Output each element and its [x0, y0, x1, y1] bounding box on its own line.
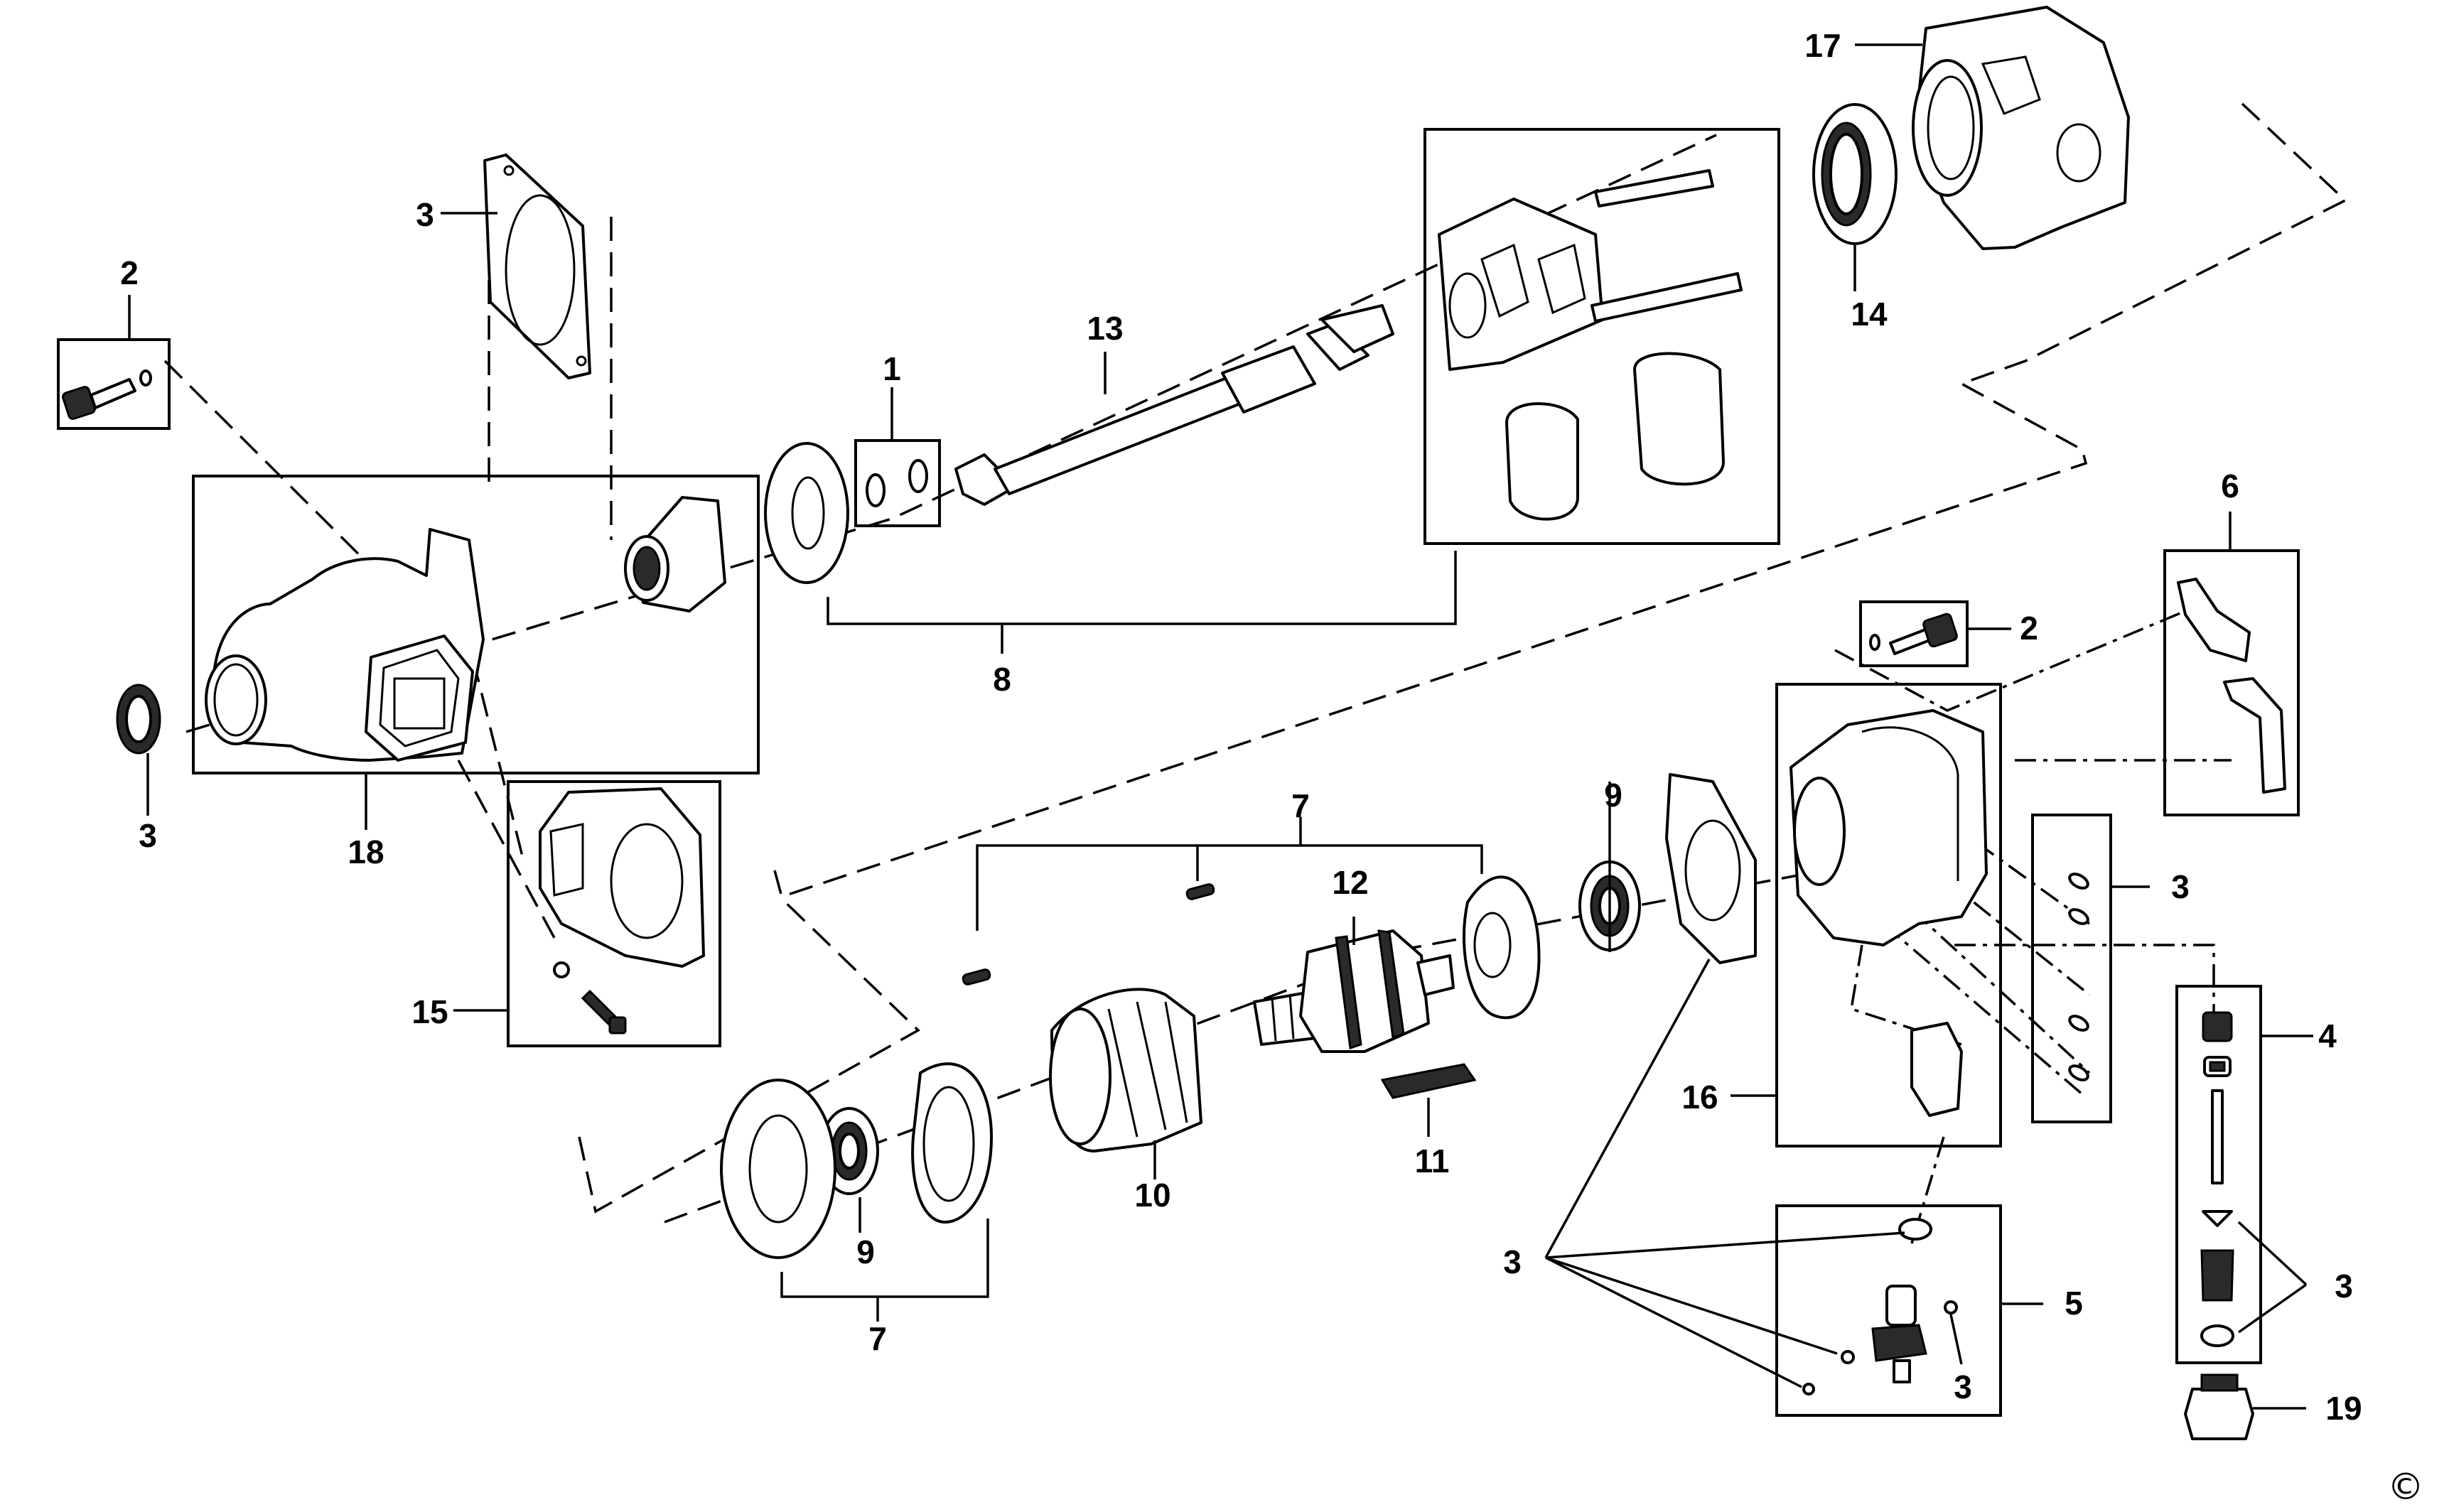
label-18: 18	[348, 833, 384, 870]
box-part-16-handle	[1775, 683, 2002, 1148]
assembly-guide-regulator	[1954, 944, 2215, 1016]
cylinder-part-10	[1049, 988, 1202, 1152]
label-14: 14	[1851, 296, 1888, 333]
bracket-part-8	[827, 551, 1457, 625]
screw-part-2-left	[62, 369, 152, 420]
box-part-8-hammer-mechanism	[1423, 128, 1780, 545]
label-3-valve: 3	[1954, 1368, 1972, 1405]
dowel-pin-a	[962, 968, 991, 986]
handle-part-16	[1789, 709, 1988, 1117]
trigger-lever-part-6	[2177, 578, 2286, 794]
dowel-pin-b	[1185, 883, 1215, 900]
box-part-2-right	[1859, 600, 1969, 667]
rotor-part-12	[1253, 929, 1455, 1053]
label-12: 12	[1332, 864, 1368, 901]
label-7-top: 7	[1291, 787, 1310, 824]
label-3-multi: 3	[1503, 1243, 1522, 1280]
inlet-fitting-part-19	[2184, 1373, 2254, 1440]
bracket-part-7-top	[976, 844, 1483, 931]
label-9-right: 9	[1604, 777, 1622, 814]
throttle-valve-part-5	[1802, 1218, 1958, 1395]
assembly-guide-upper	[773, 102, 2348, 899]
seal-pins-part-3	[2068, 873, 2089, 1081]
box-part-3-seals-kit	[2031, 814, 2112, 1123]
anvil-bushing	[624, 496, 726, 612]
gasket-motor-rear	[1665, 773, 1757, 964]
retaining-rings-part-1	[866, 459, 928, 507]
hammer-frame-part-8	[1438, 169, 1743, 521]
label-8: 8	[993, 661, 1011, 698]
label-3-seal: 3	[139, 817, 157, 854]
label-3-regulator: 3	[2335, 1268, 2353, 1305]
anvil-shaft-part-13	[954, 304, 1394, 506]
label-9-left: 9	[856, 1233, 875, 1270]
box-part-15-cover	[507, 780, 721, 1047]
label-7-bottom: 7	[868, 1320, 887, 1357]
end-plate-part-7-rear	[1462, 875, 1541, 1020]
box-part-5-throttle-valve	[1775, 1204, 2002, 1417]
seal-part-3-left	[116, 684, 161, 755]
label-10: 10	[1134, 1177, 1170, 1214]
label-15: 15	[411, 993, 448, 1030]
label-11: 11	[1415, 1143, 1450, 1179]
box-part-6-lever	[2163, 549, 2300, 816]
label-17: 17	[1804, 27, 1841, 64]
assembly-guide-front	[664, 851, 1920, 1224]
label-4: 4	[2318, 1017, 2337, 1054]
assembly-guide-lever	[1834, 610, 2186, 712]
screw-part-2-right	[1869, 612, 1958, 655]
label-1: 1	[883, 350, 901, 387]
label-3-kit: 3	[2171, 868, 2190, 905]
label-5: 5	[2065, 1285, 2083, 1322]
front-housing-part-17	[1912, 6, 2130, 250]
oil-seal-part-14	[1812, 103, 1898, 245]
washer-part-8	[764, 442, 849, 584]
box-part-4-regulator	[2175, 985, 2262, 1364]
rotor-vane-part-11	[1380, 1063, 1477, 1099]
bracket-part-7-bottom	[780, 1219, 989, 1298]
rear-cover-part-15	[539, 787, 705, 1035]
label-19: 19	[2325, 1390, 2362, 1427]
label-2-left: 2	[120, 254, 139, 291]
gasket-part-3-top	[483, 153, 591, 379]
box-part-18-housing	[192, 475, 760, 774]
box-part-2-top	[57, 338, 171, 430]
hammer-housing-part-18	[205, 528, 485, 762]
box-part-1-rings	[854, 439, 941, 527]
regulator-part-4	[2200, 1011, 2234, 1347]
end-plate-part-7-front	[720, 1062, 993, 1259]
label-16: 16	[1681, 1079, 1718, 1116]
label-3-gasket: 3	[416, 196, 434, 233]
label-13: 13	[1087, 310, 1123, 347]
label-2-right: 2	[2020, 610, 2038, 647]
copyright-symbol: ©	[2387, 1466, 2424, 1508]
label-6: 6	[2221, 468, 2239, 504]
